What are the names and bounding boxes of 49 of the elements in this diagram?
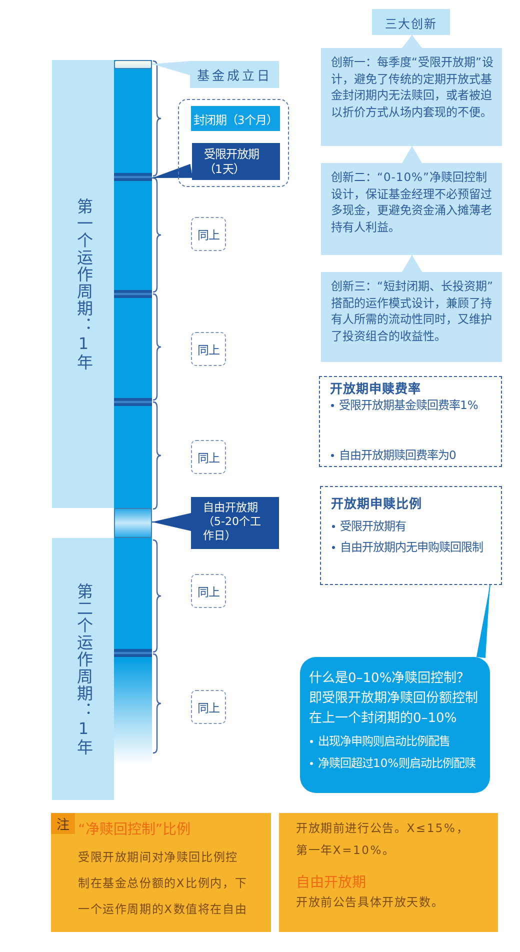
bullet-text: 自由开放期内无申购赎回限制: [340, 539, 483, 556]
dashed-tag: 同上: [191, 690, 226, 724]
bullet-text: 自由开放期赎回费率为0: [339, 447, 456, 464]
pointer-triangle: [402, 254, 422, 272]
dashed-tag: 同上: [191, 440, 226, 474]
callout-pointer: [152, 164, 193, 178]
pointer-triangle: [402, 146, 422, 164]
heading-tag: 三大创新: [372, 9, 450, 35]
timeline-bar: [114, 60, 152, 765]
info-panel: 创新三：“短封闭期、长投资期”搭配的运作模式设计，兼顾了持有人所需的流动性同时，又维护了投资组合的收益性。: [321, 272, 502, 362]
bullet-text: 受限开放期有: [340, 518, 406, 535]
note-text: 开放期前进行公告。X≤15%，第一年X=10%。: [296, 820, 470, 859]
callout-tag: 基金成立日: [190, 61, 279, 88]
dashed-panel: [319, 376, 502, 467]
callout-pointer: [476, 584, 490, 658]
bullet-text: 净赎回超过10%则启动比例配赎: [318, 755, 476, 772]
info-panel: 创新二：“0-10%”净赎回控制设计，保证基金经理不必预留过多现金，更避免资金涌入摊薄老持有人利益。: [321, 163, 502, 255]
note-tag: 注: [51, 813, 75, 834]
info-panel: 创新一：每季度“受限开放期”设计，避免了传统的定期开放式基金封闭期内无法赎回，或者被迫以折价方式从场内套现的不便。: [321, 48, 502, 146]
cycle-band: [52, 60, 114, 508]
period-tag: 封闭期（3个月）: [191, 106, 280, 131]
panel-heading: 开放期申赎比例: [331, 495, 422, 512]
callout-pointer: [152, 512, 192, 532]
note-heading: “净赎回控制”比例: [78, 821, 191, 839]
band-title: 第一个运作周期：1年: [74, 198, 92, 370]
note-panel: [51, 813, 271, 932]
note-text: 开放前公告具体开放天数。: [296, 894, 444, 911]
callout-tag: 受限开放期（1天）: [192, 143, 280, 180]
bullet-text: 出现净申购则启动比例配售: [318, 733, 450, 750]
light-bar-segment: [114, 508, 152, 538]
dashed-tag: 同上: [191, 217, 226, 251]
note-panel: [279, 813, 498, 932]
note-text: 受限开放期间对净赎回比例控制在基金总份额的X比例内，下一个运作周期的X数值将在自由: [78, 849, 248, 918]
callout-tag: 自由开放期（5-20个工作日）: [191, 497, 279, 549]
band-title: 第二个运作周期：1年: [74, 582, 92, 756]
note-heading: 自由开放期: [296, 874, 366, 892]
speech-bubble: [300, 657, 490, 793]
bubble-text: 即受限开放期净赎回份额控制在上一个封闭期的0–10%: [309, 690, 479, 728]
bullet-text: 受限开放期基金赎回费率1%: [339, 397, 478, 414]
callout-pointer: [152, 60, 192, 76]
cycle-band: [52, 538, 114, 800]
dashed-panel: [320, 486, 502, 585]
panel-heading: 开放期申赎费率: [330, 380, 421, 397]
dashed-tag: 同上: [191, 332, 226, 366]
pointer-triangle: [402, 34, 422, 48]
bar-end-cap: [114, 60, 152, 69]
dashed-tag: 同上: [191, 574, 226, 608]
dashed-group-frame: [178, 99, 289, 187]
bubble-question: 什么是0–10%净赎回控制？: [309, 670, 470, 688]
